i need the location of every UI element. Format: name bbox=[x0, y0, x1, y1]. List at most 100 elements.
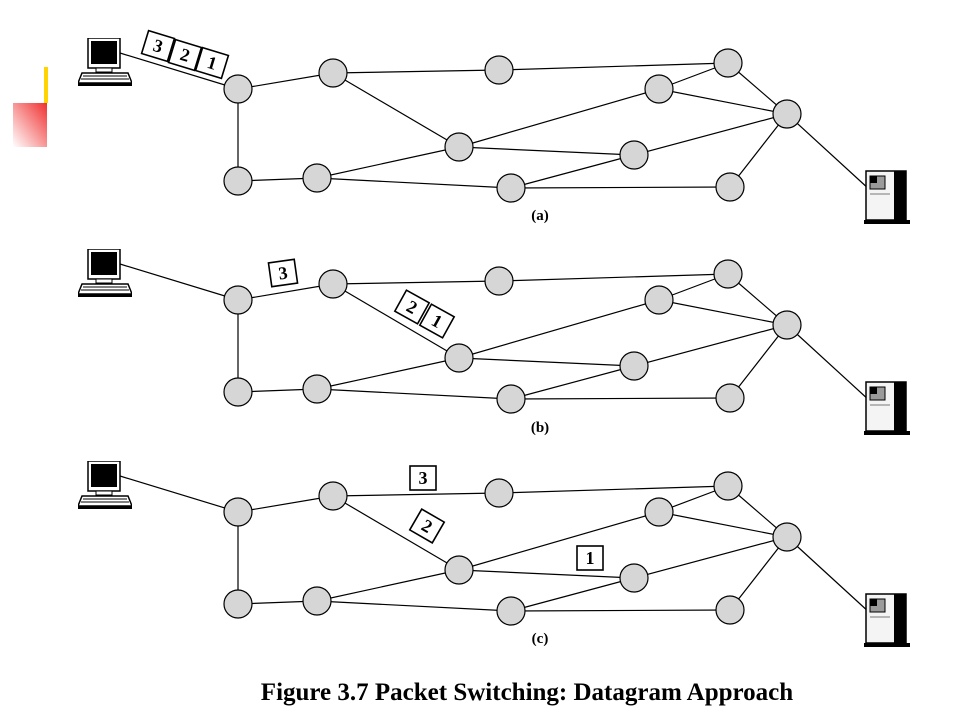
network-node bbox=[484, 266, 514, 296]
network-link bbox=[458, 299, 660, 359]
network-link bbox=[658, 299, 788, 326]
network-link bbox=[332, 492, 500, 497]
computer-icon bbox=[78, 249, 132, 297]
network-link bbox=[510, 577, 635, 612]
network-node bbox=[444, 555, 474, 585]
network-node bbox=[715, 595, 745, 625]
network-node bbox=[619, 351, 649, 381]
network-link bbox=[633, 324, 788, 367]
network-link bbox=[316, 600, 512, 612]
network-node bbox=[713, 259, 743, 289]
accent-bar bbox=[44, 67, 48, 103]
server-link bbox=[786, 324, 871, 402]
packet: 3 bbox=[267, 258, 299, 288]
network-link bbox=[316, 177, 512, 189]
network-nodes bbox=[223, 471, 802, 626]
network-link bbox=[237, 72, 334, 90]
server-icon bbox=[864, 170, 910, 224]
packet-label: 3 bbox=[419, 468, 428, 488]
panel-b: 3 2 1 (b) bbox=[78, 249, 910, 436]
network-link bbox=[237, 283, 334, 301]
network-node bbox=[715, 383, 745, 413]
network-link bbox=[316, 569, 460, 602]
network-node bbox=[644, 74, 674, 104]
server-icon bbox=[864, 593, 910, 647]
network-link bbox=[498, 62, 729, 71]
packet-label: 3 bbox=[277, 262, 289, 283]
network-node bbox=[302, 163, 332, 193]
network-node bbox=[619, 140, 649, 170]
figure-caption: Figure 3.7 Packet Switching: Datagram Ap… bbox=[261, 679, 793, 706]
network-node bbox=[223, 166, 253, 196]
network-link bbox=[332, 72, 460, 148]
packet: 2 bbox=[167, 38, 203, 72]
packet: 3 bbox=[140, 29, 176, 63]
network-node bbox=[444, 132, 474, 162]
network-link bbox=[458, 88, 660, 148]
packet: 1 bbox=[418, 303, 456, 339]
network-node bbox=[496, 173, 526, 203]
packet-label: 1 bbox=[586, 548, 595, 568]
network-node bbox=[444, 343, 474, 373]
computer-icon bbox=[78, 461, 132, 509]
server-link bbox=[786, 113, 871, 191]
host-link bbox=[119, 475, 239, 513]
network-node bbox=[223, 285, 253, 315]
network-node bbox=[318, 58, 348, 88]
server-link bbox=[786, 536, 871, 614]
network-node bbox=[496, 596, 526, 626]
network-node bbox=[223, 74, 253, 104]
network-link bbox=[458, 569, 635, 579]
network-link bbox=[237, 495, 334, 513]
network-link bbox=[729, 324, 788, 399]
packet: 1 bbox=[576, 545, 604, 571]
packet: 2 bbox=[393, 289, 431, 325]
network-node bbox=[318, 481, 348, 511]
server-icon bbox=[864, 381, 910, 435]
network-links bbox=[119, 52, 871, 191]
network-link bbox=[510, 609, 731, 612]
network-link bbox=[498, 273, 729, 282]
network-link bbox=[498, 485, 729, 494]
network-nodes bbox=[223, 259, 802, 414]
network-node bbox=[496, 384, 526, 414]
network-node bbox=[318, 269, 348, 299]
network-node bbox=[644, 285, 674, 315]
packet: 2 bbox=[408, 508, 446, 544]
computer-icon bbox=[78, 38, 132, 86]
network-link bbox=[510, 397, 731, 400]
network-node bbox=[223, 589, 253, 619]
network-node bbox=[772, 99, 802, 129]
network-link bbox=[729, 536, 788, 611]
host-link bbox=[119, 263, 239, 301]
network-link bbox=[458, 357, 635, 367]
network-node bbox=[715, 172, 745, 202]
network-node bbox=[302, 374, 332, 404]
network-link bbox=[658, 511, 788, 538]
network-link bbox=[332, 283, 460, 359]
network-node bbox=[302, 586, 332, 616]
network-node bbox=[619, 563, 649, 593]
network-link bbox=[510, 154, 635, 189]
network-link bbox=[510, 365, 635, 400]
packet: 1 bbox=[194, 46, 230, 80]
network-link bbox=[458, 511, 660, 571]
network-link bbox=[510, 186, 731, 189]
network-link bbox=[633, 536, 788, 579]
panel-label: (c) bbox=[532, 631, 549, 647]
panel-c: 3 2 1 (c) bbox=[78, 461, 910, 647]
network-link bbox=[316, 146, 460, 179]
network-node bbox=[713, 48, 743, 78]
panel-label: (b) bbox=[531, 420, 549, 436]
network-link bbox=[332, 69, 500, 74]
network-node bbox=[223, 377, 253, 407]
network-link bbox=[316, 357, 460, 390]
network-link bbox=[332, 280, 500, 285]
network-link bbox=[458, 146, 635, 156]
host-link bbox=[119, 52, 239, 90]
network-node bbox=[644, 497, 674, 527]
packet: 3 bbox=[409, 465, 437, 491]
network-link bbox=[316, 388, 512, 400]
panel-a: 3 2 1 (a) bbox=[78, 29, 910, 224]
